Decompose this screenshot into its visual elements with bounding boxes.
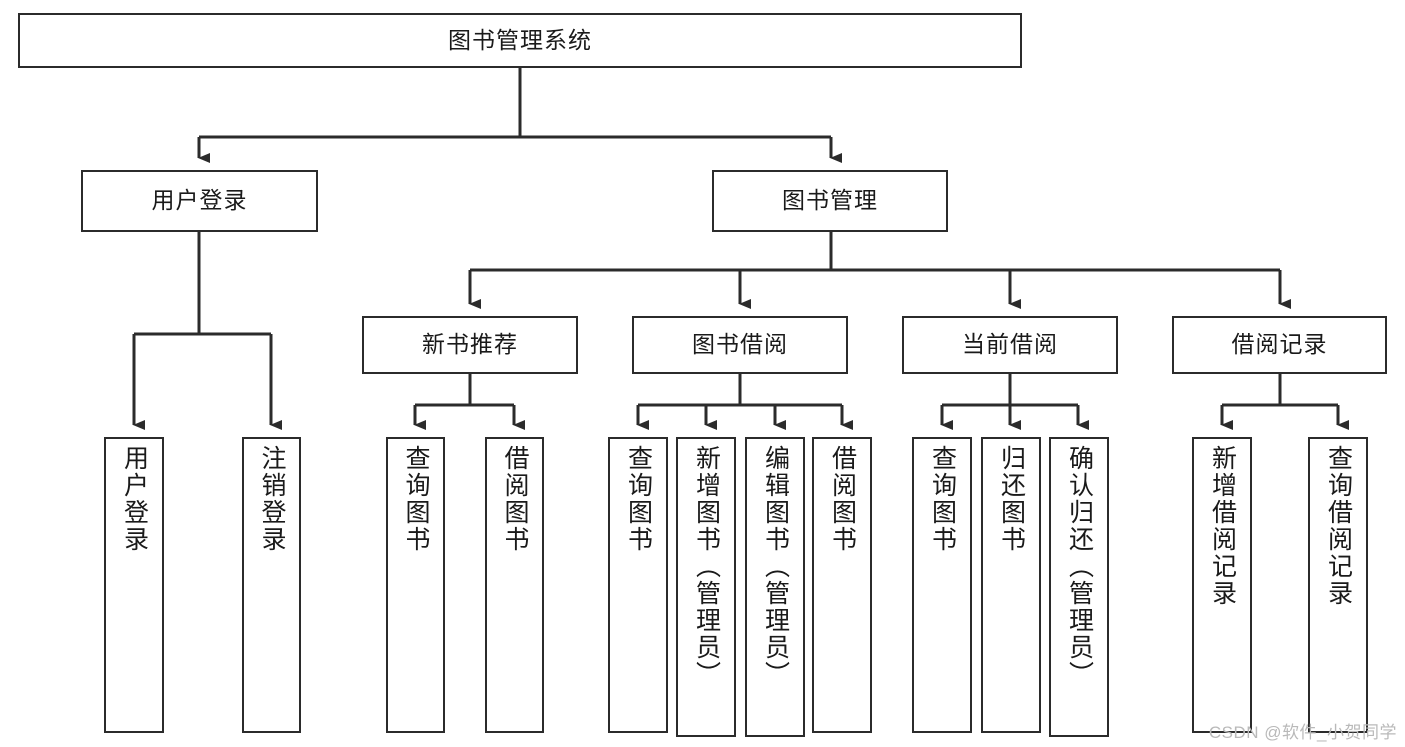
node-book-borrow[interactable]: 图书借阅: [632, 316, 848, 374]
node-label: 编辑图书（管理员）: [761, 445, 790, 688]
node-label: 借阅图书: [501, 445, 529, 553]
node-book-management[interactable]: 图书管理: [712, 170, 948, 232]
csdn-watermark: CSDN @软件_小贺同学: [1208, 723, 1397, 742]
node-label: 查询图书: [402, 445, 430, 553]
node-leaf-add-book[interactable]: 新增图书（管理员）: [676, 437, 736, 737]
node-leaf-logout-login[interactable]: 注销登录: [242, 437, 301, 733]
node-label: 归还图书: [997, 445, 1026, 553]
node-leaf-user-login[interactable]: 用户登录: [104, 437, 164, 733]
node-label: 借阅图书: [828, 445, 857, 553]
node-label: 注销登录: [258, 445, 286, 553]
node-label: 图书管理: [782, 187, 878, 214]
node-label: 图书管理系统: [448, 26, 592, 53]
node-label: 借阅记录: [1231, 331, 1328, 358]
node-leaf-query-record[interactable]: 查询借阅记录: [1308, 437, 1368, 733]
node-leaf-add-record[interactable]: 新增借阅记录: [1192, 437, 1252, 733]
node-leaf-confirm-return[interactable]: 确认归还（管理员）: [1049, 437, 1109, 737]
node-user-login[interactable]: 用户登录: [81, 170, 318, 232]
node-borrow-record[interactable]: 借阅记录: [1172, 316, 1387, 374]
node-leaf-return-book[interactable]: 归还图书: [981, 437, 1041, 733]
node-leaf-borrow-book-2[interactable]: 借阅图书: [812, 437, 872, 733]
node-leaf-query-book-2[interactable]: 查询图书: [608, 437, 668, 733]
node-new-book-recommend[interactable]: 新书推荐: [362, 316, 578, 374]
node-leaf-query-book-1[interactable]: 查询图书: [386, 437, 445, 733]
node-label: 用户登录: [151, 187, 248, 214]
node-label: 查询图书: [624, 445, 653, 553]
node-root-system[interactable]: 图书管理系统: [18, 13, 1022, 68]
node-label: 新书推荐: [422, 331, 518, 358]
node-label: 新增图书（管理员）: [692, 445, 721, 688]
node-label: 查询借阅记录: [1324, 445, 1353, 607]
node-label: 新增借阅记录: [1208, 445, 1237, 607]
node-label: 确认归还（管理员）: [1065, 445, 1094, 688]
node-current-borrow[interactable]: 当前借阅: [902, 316, 1118, 374]
node-leaf-edit-book[interactable]: 编辑图书（管理员）: [745, 437, 805, 737]
node-leaf-borrow-book-1[interactable]: 借阅图书: [485, 437, 544, 733]
node-label: 用户登录: [120, 445, 149, 553]
node-label: 当前借阅: [962, 331, 1058, 358]
node-label: 查询图书: [928, 445, 957, 553]
node-label: 图书借阅: [692, 331, 788, 358]
node-leaf-query-book-3[interactable]: 查询图书: [912, 437, 972, 733]
